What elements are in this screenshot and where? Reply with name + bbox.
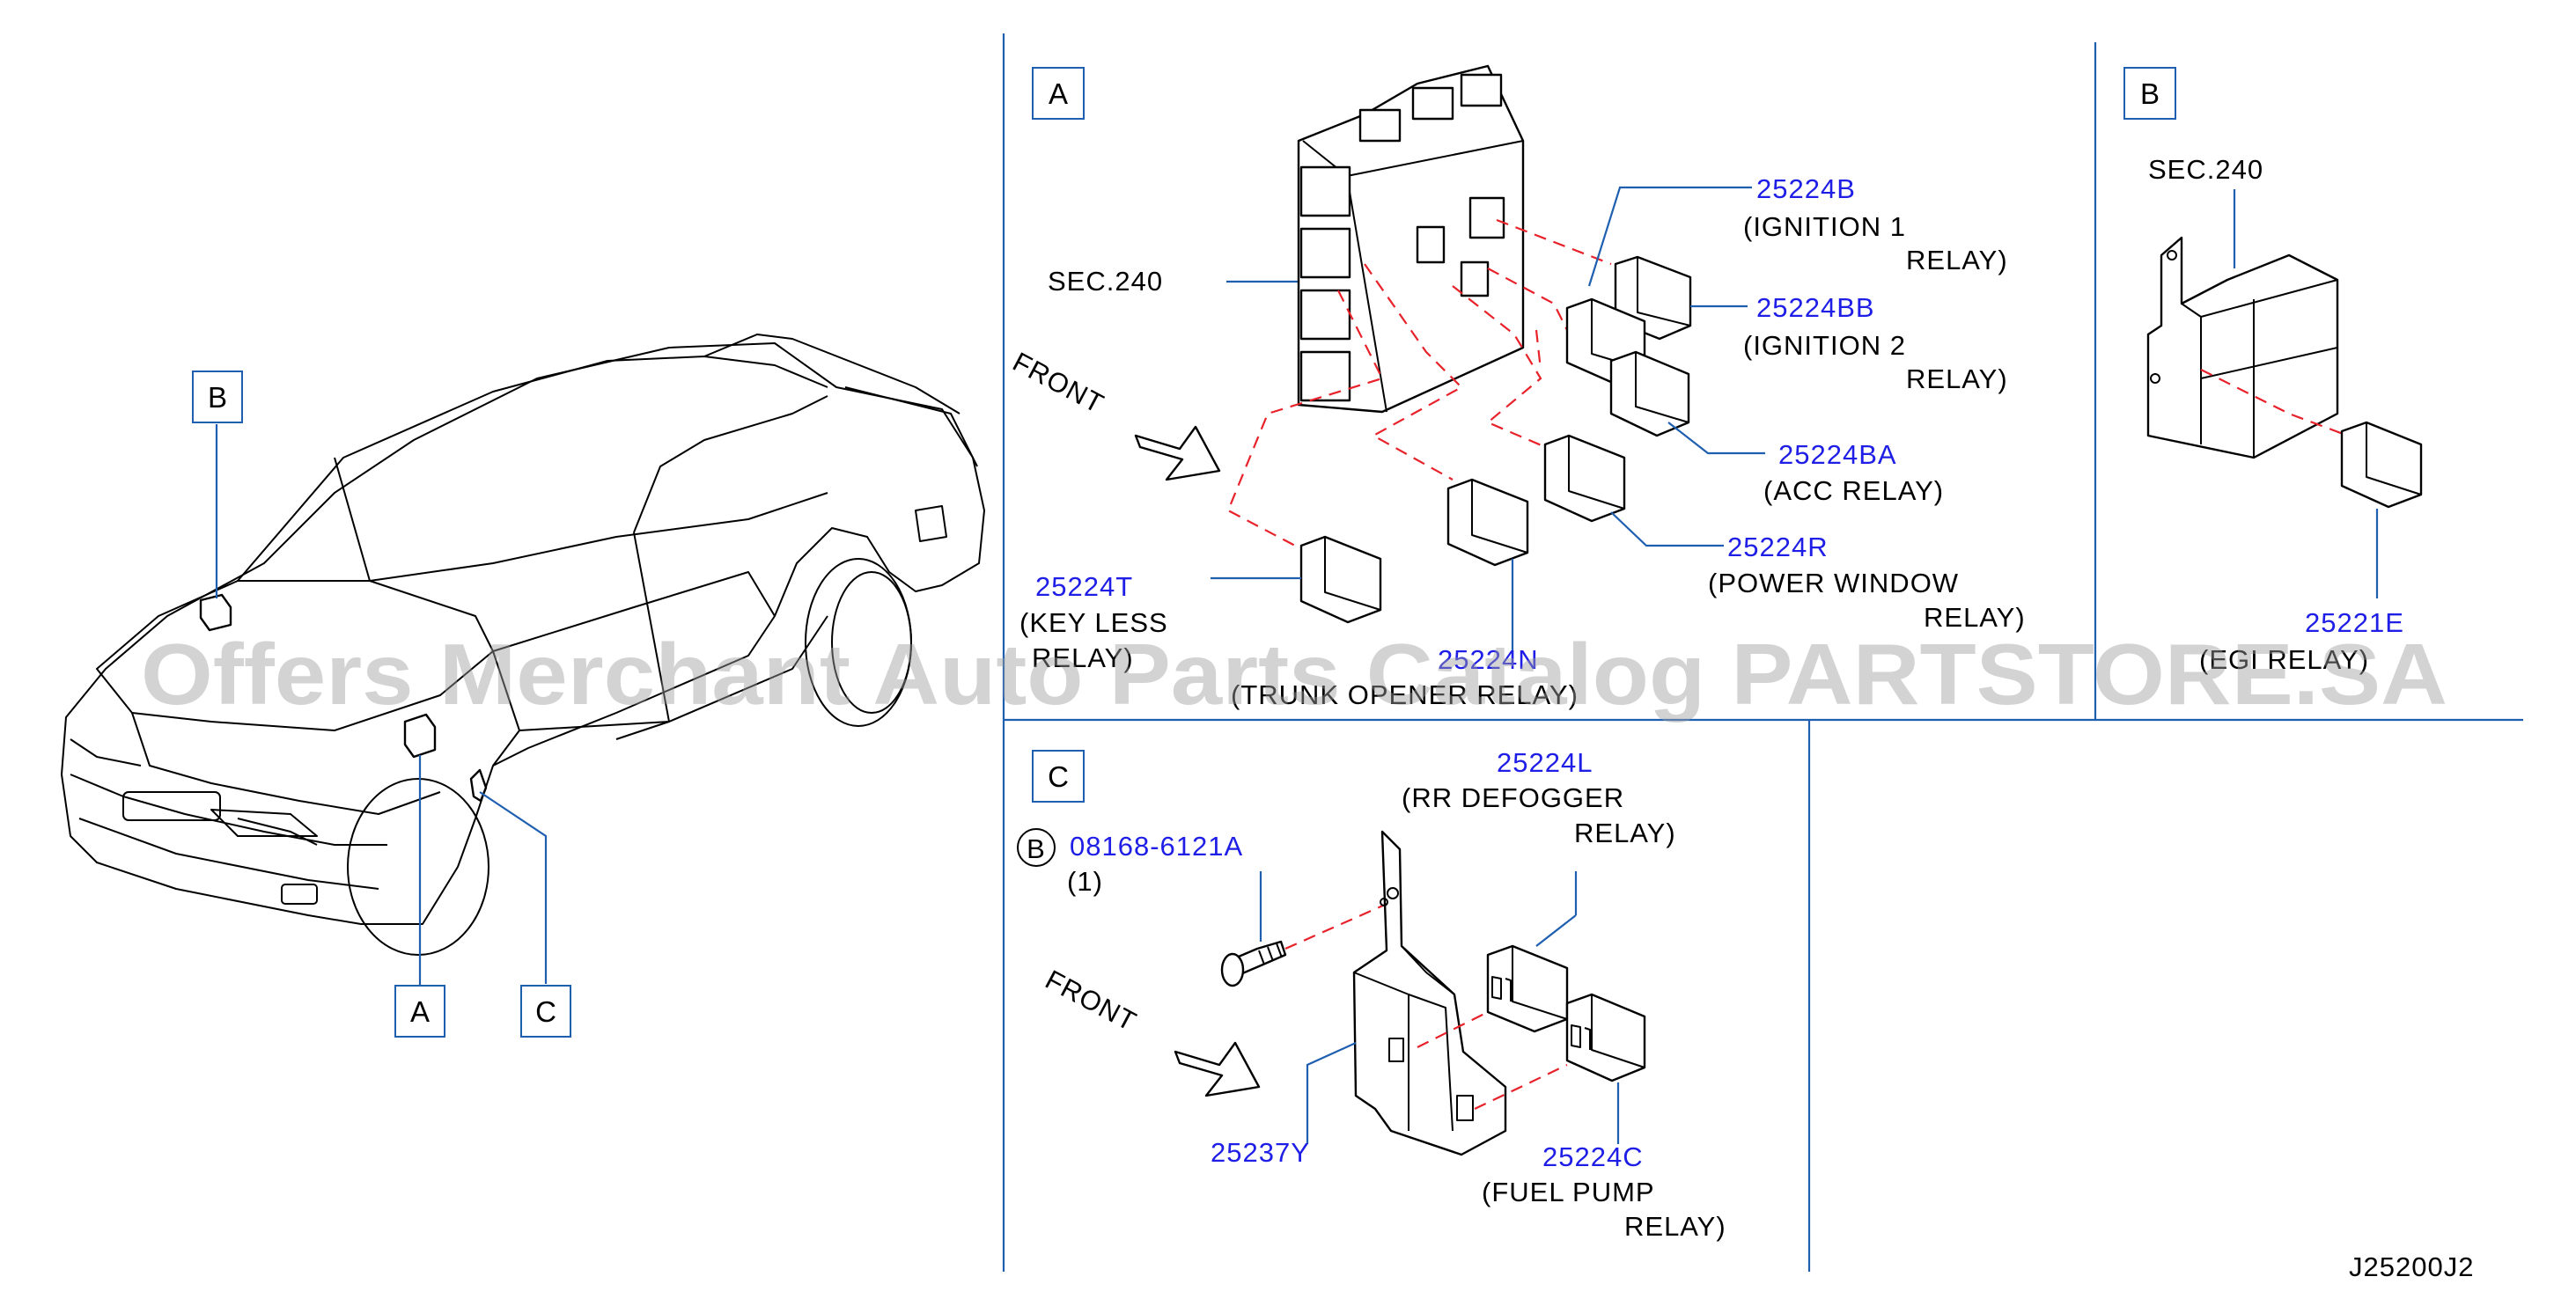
svg-text:C: C: [1048, 760, 1069, 793]
front-arrow-icon: [1174, 1041, 1261, 1097]
relay-trunk-opener: [1446, 478, 1529, 567]
part-number-25221e: 25221E: [2305, 607, 2404, 638]
part-number-25224b: 25224B: [1756, 173, 1856, 204]
part-desc-25224t-line2: RELAY): [1032, 642, 1134, 673]
part-desc-25224t-line1: (KEY LESS: [1019, 607, 1168, 638]
relay-power-window: [1543, 434, 1626, 523]
bolt-marker: B: [1017, 828, 1056, 867]
section-c: C FRONT B: [1017, 747, 1726, 1242]
part-number-25224ba: 25224BA: [1778, 439, 1897, 470]
section-b-sec-ref: SEC.240: [2148, 154, 2263, 185]
section-b: B SEC.240 25221E (EGI RELAY): [2123, 67, 2423, 675]
section-a-front-label: FRONT: [1008, 346, 1109, 419]
part-number-25224l: 25224L: [1497, 747, 1593, 778]
bolt: [1220, 940, 1287, 987]
part-number-25224n: 25224N: [1438, 644, 1539, 675]
callout-a: A: [394, 985, 445, 1038]
part-desc-25224b-line1: (IGNITION 1: [1743, 211, 1906, 242]
part-number-25224c: 25224C: [1542, 1141, 1644, 1172]
part-desc-25224l-line1: (RR DEFOGGER: [1402, 782, 1624, 813]
relay-acc: [1609, 350, 1690, 437]
front-arrow-icon: [1134, 425, 1221, 481]
part-desc-25224ba-line1: (ACC RELAY): [1763, 475, 1944, 506]
part-desc-25224r-line2: RELAY): [1924, 602, 2026, 633]
part-desc-25224n-line1: (TRUNK OPENER RELAY): [1231, 679, 1579, 710]
svg-text:B: B: [1027, 833, 1046, 864]
svg-text:B: B: [2140, 77, 2160, 110]
svg-text:A: A: [1049, 77, 1068, 110]
svg-text:B: B: [208, 381, 227, 414]
part-desc-25221e-line1: (EGI RELAY): [2199, 644, 2369, 675]
part-number-25224r: 25224R: [1727, 532, 1829, 562]
part-number-25237y: 25237Y: [1211, 1137, 1310, 1168]
section-c-tag: C: [1032, 750, 1085, 803]
relay-egi: [2340, 421, 2423, 509]
diagram-code: J25200J2: [2349, 1251, 2474, 1282]
relay-bracket: [2146, 236, 2339, 459]
section-b-tag: B: [2123, 67, 2176, 120]
watermark: Offers Merchant Auto Parts Catalog PARTS…: [141, 626, 2447, 723]
part-qty-08168-6121a: (1): [1067, 866, 1103, 897]
callout-b: B: [192, 371, 243, 423]
part-desc-25224r-line1: (POWER WINDOW: [1708, 568, 1959, 598]
relay-fuel-pump: [1565, 993, 1646, 1082]
relay-key-less: [1299, 535, 1382, 624]
part-desc-25224bb-line2: RELAY): [1906, 363, 2008, 394]
section-a: A SEC.240 FRONT: [1008, 64, 2026, 710]
part-desc-25224c-line1: (FUEL PUMP: [1482, 1177, 1655, 1207]
callout-c: C: [520, 985, 571, 1038]
part-number-08168-6121a: 08168-6121A: [1070, 831, 1243, 862]
section-a-sec-ref: SEC.240: [1048, 266, 1163, 297]
part-desc-25224b-line2: RELAY): [1906, 245, 2008, 275]
relay-rr-defogger: [1486, 944, 1569, 1033]
part-number-25224bb: 25224BB: [1756, 292, 1875, 323]
part-desc-25224l-line2: RELAY): [1574, 818, 1676, 848]
part-desc-25224c-line2: RELAY): [1624, 1211, 1726, 1242]
section-frame: [1002, 33, 2523, 1272]
part-number-25224t: 25224T: [1035, 571, 1133, 602]
part-desc-25224bb-line1: (IGNITION 2: [1743, 330, 1906, 361]
relay-bracket-c: [1352, 830, 1507, 1156]
section-a-tag: A: [1032, 67, 1085, 120]
svg-text:A: A: [410, 995, 430, 1028]
section-c-front-label: FRONT: [1041, 964, 1142, 1037]
fuse-block: [1297, 64, 1525, 414]
svg-text:C: C: [535, 995, 556, 1028]
car-overview: [61, 334, 985, 986]
